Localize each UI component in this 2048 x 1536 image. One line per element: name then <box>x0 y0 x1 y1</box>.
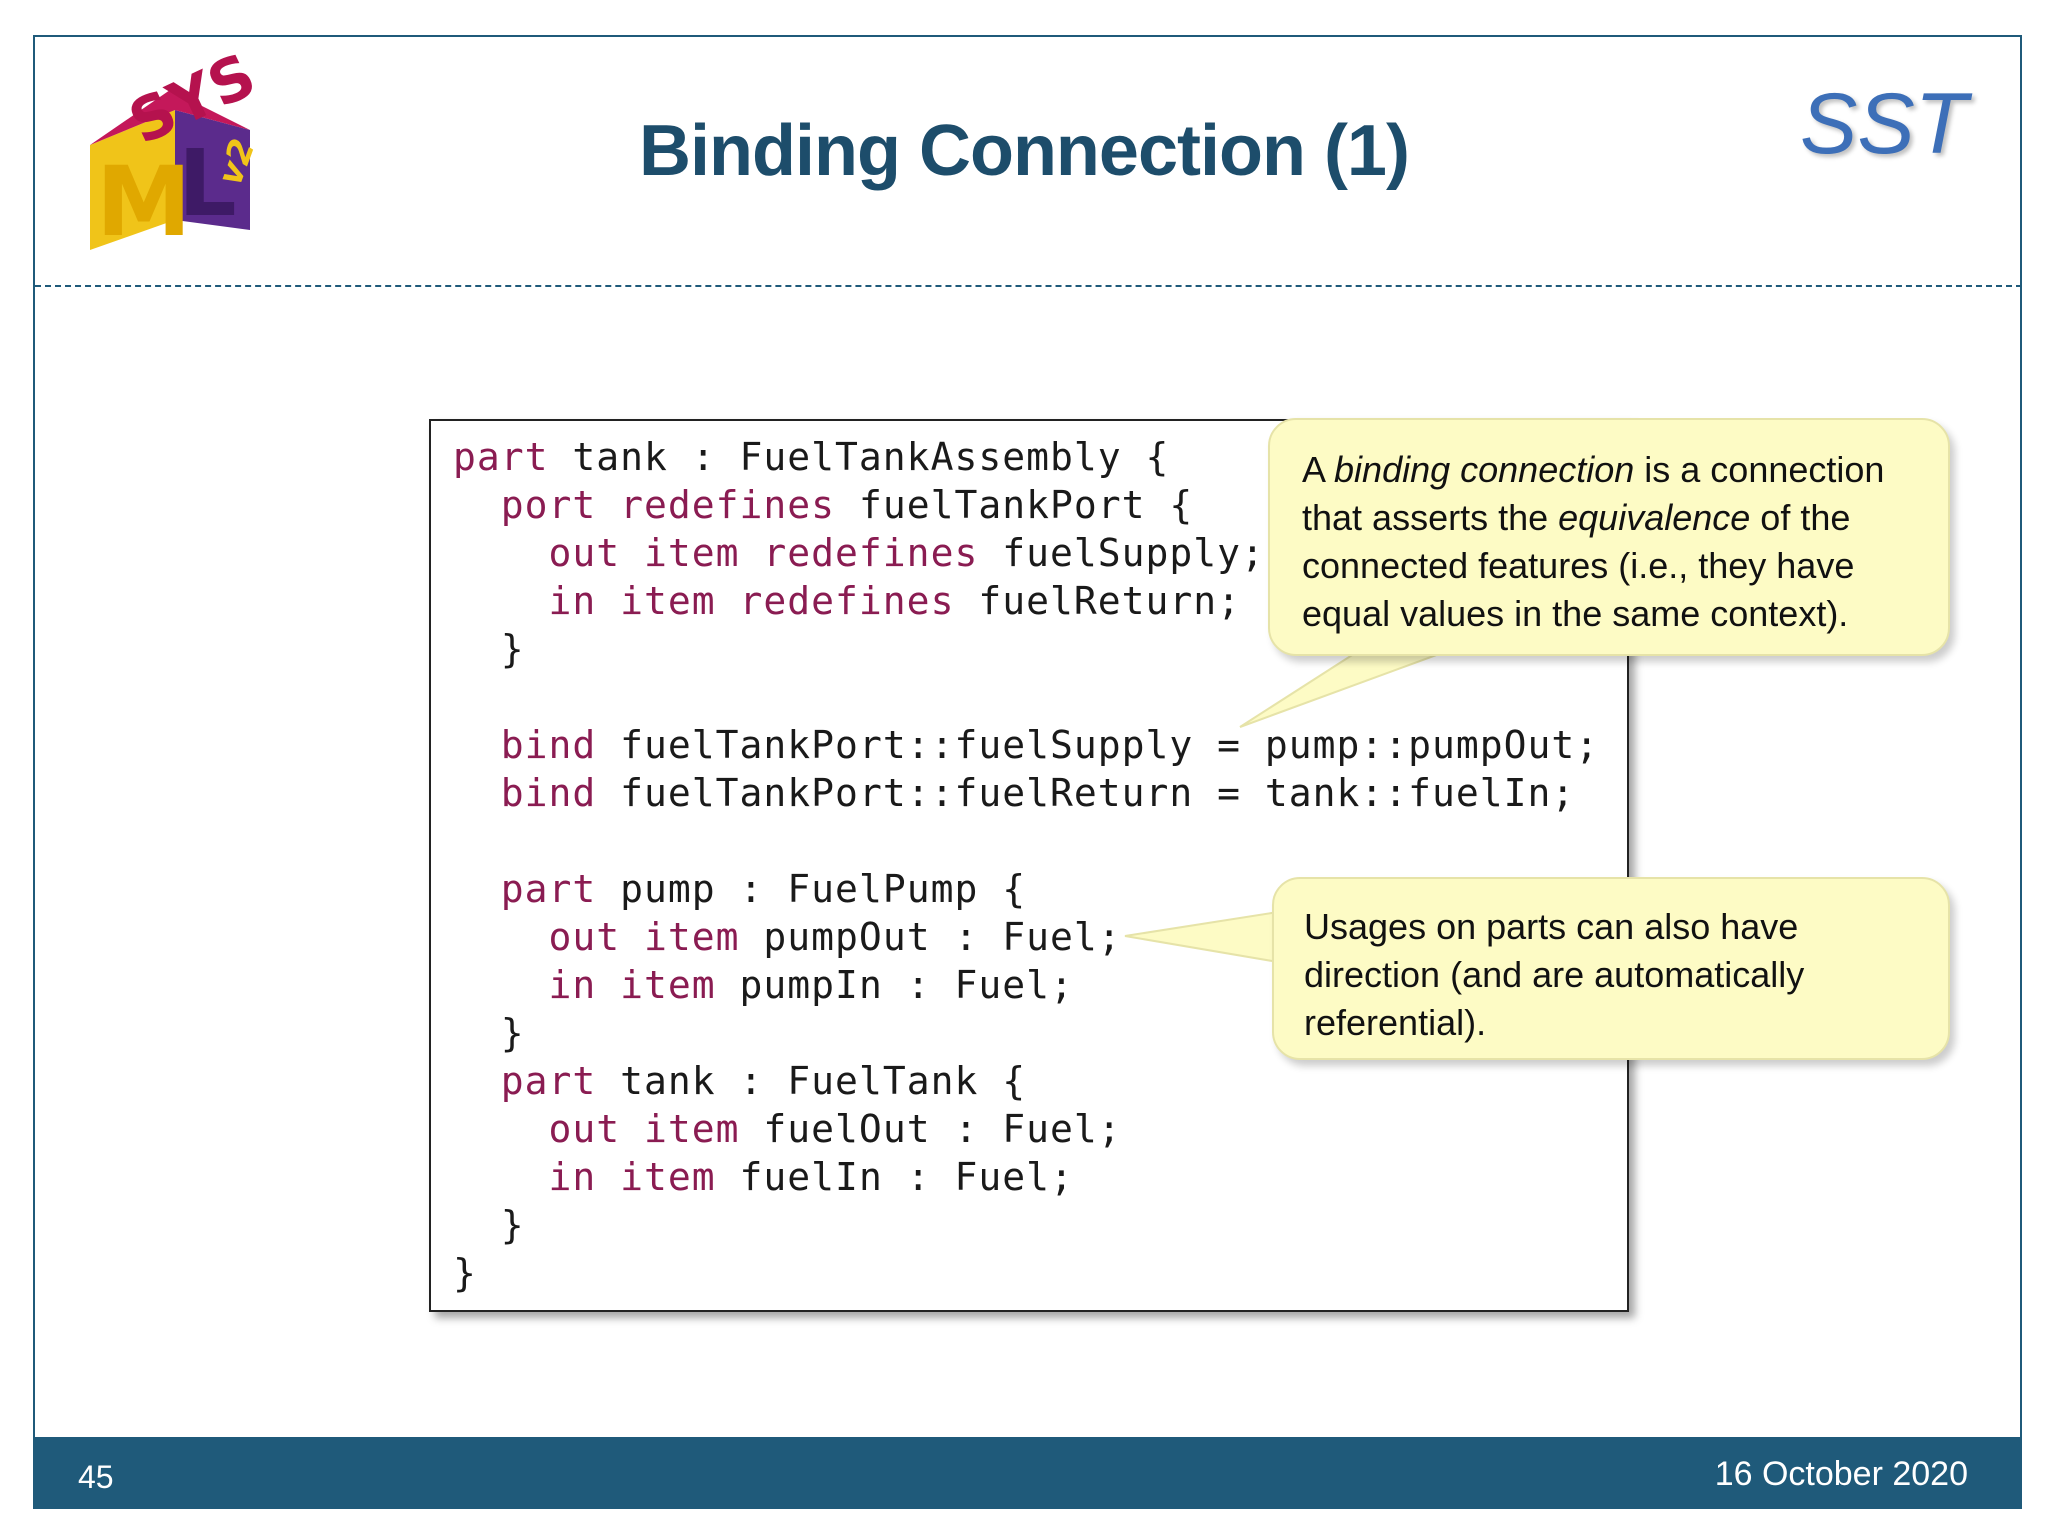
code-text: } <box>453 1011 525 1055</box>
logo-cube-left-face <box>90 110 175 250</box>
code-keyword: in item <box>548 963 716 1007</box>
code-text: fuelReturn; <box>954 579 1241 623</box>
code-line: out item redefines fuelSupply; <box>453 529 1599 577</box>
code-line: } <box>453 1009 1599 1057</box>
callout-text-run: is a connection that asserts the <box>1302 449 1885 538</box>
logo-m-text: M <box>96 146 192 258</box>
footer-bar <box>35 1437 2022 1509</box>
callout-text-run: of the connected features (i.e., they ha… <box>1302 497 1855 634</box>
code-text: fuelTankPort::fuelReturn = tank::fuelIn; <box>596 771 1576 815</box>
callout-emphasis: equivalence <box>1558 497 1751 538</box>
code-listing: part tank : FuelTankAssembly { port rede… <box>453 433 1599 1297</box>
code-line: in item fuelIn : Fuel; <box>453 1153 1599 1201</box>
code-keyword: out item <box>548 915 740 959</box>
code-keyword: port redefines <box>500 483 836 527</box>
code-keyword: bind <box>500 723 597 767</box>
code-text: fuelOut : Fuel; <box>739 1107 1122 1151</box>
code-text: pumpOut : Fuel; <box>739 915 1122 959</box>
code-line: } <box>453 625 1599 673</box>
code-line: in item redefines fuelReturn; <box>453 577 1599 625</box>
code-text: } <box>453 1251 477 1295</box>
code-line: port redefines fuelTankPort { <box>453 481 1599 529</box>
code-line: part pump : FuelPump { <box>453 865 1599 913</box>
code-line: out item pumpOut : Fuel; <box>453 913 1599 961</box>
callout-text-run: A <box>1302 449 1335 490</box>
code-text: tank : FuelTankAssembly { <box>548 435 1170 479</box>
code-line: bind fuelTankPort::fuelReturn = tank::fu… <box>453 769 1599 817</box>
code-line: part tank : FuelTankAssembly { <box>453 433 1599 481</box>
callout-2-text: Usages on parts can also have direction … <box>1304 903 1918 1047</box>
code-text: pumpIn : Fuel; <box>715 963 1074 1007</box>
code-keyword: part <box>453 435 549 479</box>
logo-cube-right-face <box>175 110 250 230</box>
code-text: fuelSupply; <box>978 531 1265 575</box>
slide-title: Binding Connection (1) <box>639 111 1410 191</box>
callout-2-pointer <box>1124 910 1279 964</box>
code-keyword: in item <box>548 1155 716 1199</box>
code-line: bind fuelTankPort::fuelSupply = pump::pu… <box>453 721 1599 769</box>
sysml-v2-logo: SYS M L v2 <box>90 50 266 258</box>
logo-cube-top-face <box>90 90 250 145</box>
footer-date: 16 October 2020 <box>1714 1455 1968 1493</box>
code-text: } <box>453 627 525 671</box>
code-line: out item fuelOut : Fuel; <box>453 1105 1599 1153</box>
callout-emphasis: binding connection <box>1334 449 1635 490</box>
code-keyword: in item redefines <box>548 579 955 623</box>
code-text: pump : FuelPump { <box>596 867 1027 911</box>
binding-connection-callout: A binding connection is a connection tha… <box>1268 418 1950 656</box>
code-text: fuelTankPort { <box>835 483 1194 527</box>
callout-1-text: A binding connection is a connection tha… <box>1302 446 1918 638</box>
code-listing-box: part tank : FuelTankAssembly { port rede… <box>429 419 1629 1312</box>
code-text: fuelIn : Fuel; <box>715 1155 1074 1199</box>
code-keyword: bind <box>500 771 597 815</box>
usages-direction-callout: Usages on parts can also have direction … <box>1272 877 1950 1060</box>
header-divider <box>35 285 2022 287</box>
code-text: } <box>453 1203 525 1247</box>
code-text: tank : FuelTank { <box>596 1059 1027 1103</box>
code-keyword: part <box>500 867 597 911</box>
callout-1-pointer <box>1239 649 1451 728</box>
callout-text-run: Usages on parts can also have direction … <box>1304 906 1805 1043</box>
code-line: in item pumpIn : Fuel; <box>453 961 1599 1009</box>
code-keyword: out item <box>548 1107 740 1151</box>
code-keyword: out item redefines <box>548 531 979 575</box>
sst-brand-mark: SST <box>1800 76 1968 172</box>
code-line: part tank : FuelTank { <box>453 1057 1599 1105</box>
page-number: 45 <box>78 1459 114 1495</box>
code-line: } <box>453 1201 1599 1249</box>
code-text: fuelTankPort::fuelSupply = pump::pumpOut… <box>596 723 1600 767</box>
code-keyword: part <box>500 1059 597 1103</box>
logo-l-text: L <box>178 130 237 237</box>
code-line: } <box>453 1249 1599 1297</box>
